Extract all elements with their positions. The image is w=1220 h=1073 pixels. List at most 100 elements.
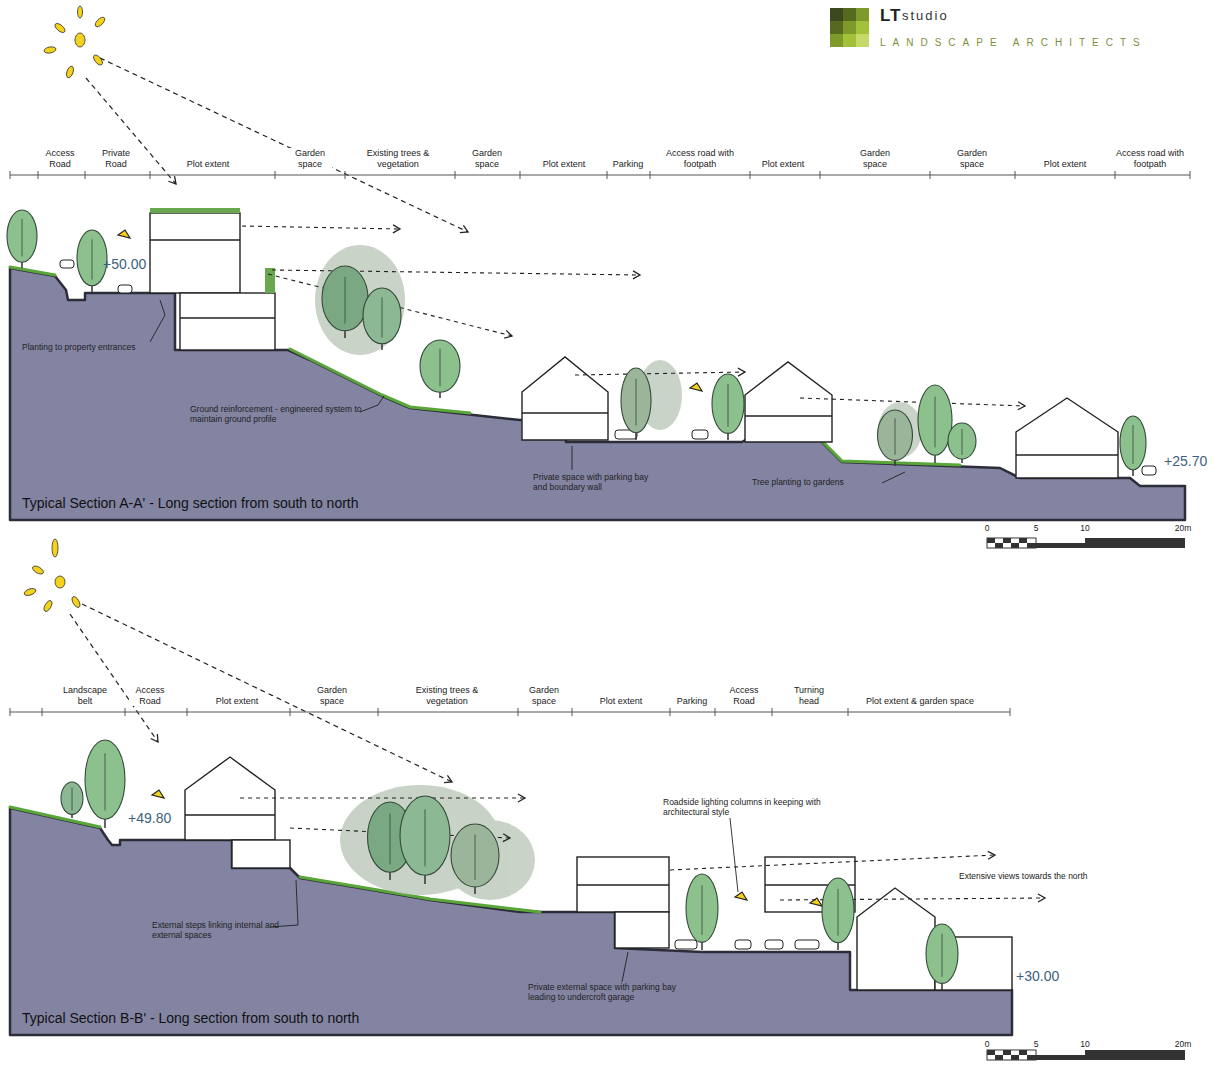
scale-number: 10 xyxy=(1075,1040,1095,1050)
ground-section xyxy=(10,808,1012,1035)
zone-label: Plot extent & garden space xyxy=(839,696,1001,706)
green-roof xyxy=(265,268,275,293)
zone-label: Plot extent xyxy=(528,159,600,169)
callout-note: External steps linking internal and exte… xyxy=(152,921,302,941)
tree-crown xyxy=(621,368,651,433)
tree-crown xyxy=(948,423,976,459)
sun-symbol xyxy=(23,539,81,613)
green-roof xyxy=(150,208,240,213)
tree-branch xyxy=(475,835,476,881)
tick-mark xyxy=(715,708,716,716)
tree-branch xyxy=(92,239,93,279)
tick-mark xyxy=(378,708,379,716)
tree-branch xyxy=(702,885,703,934)
zone-label: Access Road xyxy=(129,685,171,706)
tree-crown xyxy=(451,824,499,887)
scale-number: 5 xyxy=(1026,524,1046,534)
tree-crown xyxy=(85,740,125,819)
zone-label: Access road with footpath xyxy=(652,148,749,169)
tree-crown xyxy=(1120,416,1146,470)
tree-branch xyxy=(22,219,23,257)
callout-note: Extensive views towards the north xyxy=(958,872,1120,882)
scale-number: 0 xyxy=(977,1040,997,1050)
ground-section xyxy=(10,268,1185,520)
zone-label: Parking xyxy=(670,696,714,706)
level-marker: +25.70 xyxy=(1164,453,1207,469)
zone-label: Plot extent xyxy=(749,159,817,169)
tick-mark xyxy=(187,708,188,716)
tree-branch xyxy=(962,429,963,455)
tree-branch xyxy=(895,418,896,454)
callout-note: Roadside lighting columns in keeping wit… xyxy=(662,798,834,818)
tick-mark xyxy=(345,171,346,179)
tree-crown xyxy=(712,374,744,433)
tick-mark xyxy=(1015,171,1016,179)
tick-mark xyxy=(1190,171,1191,179)
zone-label: Plot extent xyxy=(201,696,273,706)
tick-mark xyxy=(455,171,456,179)
tree-crown xyxy=(363,288,401,344)
tree-branch xyxy=(382,297,383,337)
section-title: Typical Section A-A' - Long section from… xyxy=(22,495,359,511)
tick-mark xyxy=(1010,708,1011,716)
logo-subtitle: LANDSCAPE ARCHITECTS xyxy=(880,37,1147,49)
tree-crown xyxy=(420,340,460,392)
section-title: Typical Section B-B' - Long section from… xyxy=(22,1010,359,1026)
tree-branch xyxy=(440,349,441,387)
zone-label: Access Road xyxy=(723,685,765,706)
zone-label: Access Road xyxy=(39,148,81,169)
tick-mark xyxy=(10,171,11,179)
tick-mark xyxy=(125,708,126,716)
level-marker: +49.80 xyxy=(128,810,171,826)
level-marker: +30.00 xyxy=(1016,968,1059,984)
scale-bar xyxy=(987,538,1185,1060)
tick-mark xyxy=(772,708,773,716)
callout-note: Ground reinforcement - engineered system… xyxy=(190,405,365,425)
tree-crown xyxy=(322,266,368,331)
zone-label: Plot extent xyxy=(1029,159,1101,169)
tree-branch xyxy=(390,814,391,865)
tick-mark xyxy=(930,171,931,179)
tick-mark xyxy=(520,171,521,179)
header-ticks xyxy=(10,171,1190,716)
tree-crown xyxy=(7,210,37,262)
tree-branch xyxy=(728,384,729,427)
trees xyxy=(7,210,1146,990)
scale-number: 0 xyxy=(977,524,997,534)
zone-label: Private Road xyxy=(95,148,137,169)
zone-label: Turning head xyxy=(788,685,830,706)
tick-mark xyxy=(38,171,39,179)
zone-label: Existing trees & vegetation xyxy=(352,148,444,169)
sun-symbol xyxy=(44,6,107,79)
tick-mark xyxy=(750,171,751,179)
building xyxy=(150,213,1118,478)
callout-note: Private space with parking bay and bound… xyxy=(533,473,658,493)
tree-crown xyxy=(926,924,958,983)
tree-branch xyxy=(425,809,426,866)
tick-mark xyxy=(150,171,151,179)
zone-label: Plot extent xyxy=(177,159,239,169)
tick-mark xyxy=(275,171,276,179)
tick-mark xyxy=(607,171,608,179)
tick-mark xyxy=(650,171,651,179)
tree-branch xyxy=(345,277,346,324)
existing-vegetation xyxy=(315,245,922,900)
leader-line xyxy=(150,300,905,982)
tree-crown xyxy=(61,782,83,814)
zone-label: Garden space xyxy=(950,148,994,169)
tree-branch xyxy=(636,379,637,426)
car xyxy=(60,260,1156,949)
tick-mark xyxy=(1115,171,1116,179)
zone-label: Access road with footpath xyxy=(1104,148,1196,169)
tick-mark xyxy=(848,708,849,716)
tree-crown xyxy=(686,874,718,942)
callout-note: Tree planting to gardens xyxy=(752,478,882,488)
zone-label: Garden space xyxy=(465,148,509,169)
zone-label: Garden space xyxy=(853,148,897,169)
scale-number: 5 xyxy=(1026,1040,1046,1050)
tree-branch xyxy=(838,889,839,936)
tree-crown xyxy=(918,385,952,455)
scale-number: 20m xyxy=(1171,1040,1195,1050)
tree-branch xyxy=(105,753,106,810)
tree-branch xyxy=(942,934,943,977)
